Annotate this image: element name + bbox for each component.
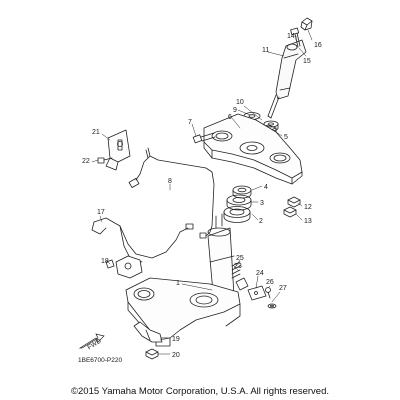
steering-stem-part — [125, 213, 241, 347]
callout-label: 21 — [92, 129, 100, 136]
handlebar-bolt-part — [290, 27, 301, 48]
bolt-part — [192, 132, 216, 144]
callout-label: 16 — [314, 42, 322, 49]
bearing-part — [223, 206, 251, 223]
callout-label: 26 — [266, 279, 274, 286]
bolt-part — [287, 196, 301, 208]
washer-part — [267, 303, 277, 309]
callout-label: 17 — [97, 209, 105, 216]
bracket-part — [105, 129, 131, 171]
callout-label: 10 — [236, 99, 244, 106]
callout-label: 2 — [259, 218, 263, 225]
callout-label: 1 — [176, 280, 180, 287]
callout-label: 3 — [260, 200, 264, 207]
callout-label: 12 — [304, 204, 312, 211]
callout-label: 23 — [234, 263, 242, 270]
cap-part — [300, 17, 313, 31]
callout-label: 4 — [264, 184, 268, 191]
handlebar-holder-part — [267, 39, 307, 119]
leader-lines — [91, 29, 313, 355]
page-code: 1BE6700-P220 — [78, 357, 122, 364]
callout-label: 14 — [287, 33, 295, 40]
callout-labels: 1 2 3 4 5 6 7 8 9 10 11 12 13 14 15 16 1… — [82, 33, 322, 359]
callout-label: 27 — [279, 285, 287, 292]
callout-label: 15 — [303, 58, 311, 65]
bolt-part — [97, 157, 113, 164]
plate-part — [247, 285, 267, 301]
callout-label: 9 — [233, 107, 237, 114]
callout-label: 22 — [82, 158, 90, 165]
nut-part — [283, 206, 297, 218]
clamp-part — [133, 321, 163, 343]
callout-label: 5 — [284, 134, 288, 141]
callout-label: 25 — [236, 255, 244, 262]
fwd-arrow-icon: FWD — [78, 333, 105, 351]
race-part — [232, 185, 252, 199]
callout-label: 11 — [262, 47, 269, 54]
bearing-part — [226, 194, 252, 211]
callout-label: 20 — [172, 352, 180, 359]
upper-bracket-part — [203, 113, 303, 185]
cable-part — [128, 147, 215, 239]
callout-label: 13 — [304, 218, 312, 225]
cable-part — [91, 217, 194, 263]
copyright-notice: ©2015 Yamaha Motor Corporation, U.S.A. A… — [71, 386, 329, 397]
clip-part — [235, 277, 249, 291]
switch-part — [105, 255, 143, 279]
callout-label: 7 — [188, 119, 192, 126]
screw-part — [265, 287, 271, 299]
callout-label: 19 — [172, 336, 180, 343]
callout-label: 6 — [228, 114, 232, 121]
callout-label: 8 — [168, 178, 172, 185]
callout-label: 18 — [101, 258, 109, 265]
bolt-part — [145, 348, 159, 360]
callout-label: 24 — [256, 270, 264, 277]
